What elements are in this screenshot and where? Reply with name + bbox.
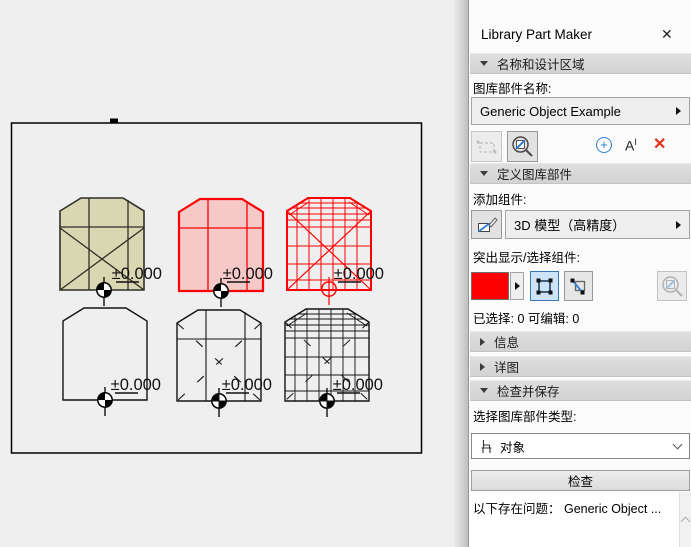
name-label: 图库部件名称: <box>473 82 552 96</box>
flyout-arrow-icon <box>676 107 681 115</box>
node-select-icon <box>570 278 586 294</box>
object-chair-icon <box>481 439 492 453</box>
part-name-field[interactable]: Generic Object Example <box>471 97 690 125</box>
part-type-select[interactable]: 对象 <box>471 433 690 459</box>
selection-status: 已选择: 0 可编辑: 0 <box>473 312 580 326</box>
panel-shadow <box>453 0 468 547</box>
boundary-tick <box>110 118 118 124</box>
define-boundary-button[interactable] <box>471 131 502 162</box>
swatch-flyout-button[interactable] <box>510 272 524 300</box>
marquee-select-button[interactable] <box>530 271 559 301</box>
level-label: ±0.000 <box>334 265 384 283</box>
flyout-arrow-icon <box>676 220 681 229</box>
section-name-area[interactable]: 名称和设计区域 <box>470 53 691 74</box>
highlight-label: 突出显示/选择组件: <box>473 251 580 265</box>
delete-icon[interactable]: ✕ <box>653 136 667 153</box>
level-label: ±0.000 <box>222 376 272 394</box>
chevron-down-icon <box>480 61 488 66</box>
part-type-value: 对象 <box>500 440 526 455</box>
part-name-value: Generic Object Example <box>480 103 621 119</box>
zoom-selection-icon <box>661 275 683 297</box>
marquee-icon <box>536 278 553 294</box>
part-type-label: 选择图库部件类型: <box>473 410 577 424</box>
symbol-2d-dashed[interactable] <box>176 309 262 418</box>
add-icon[interactable]: + <box>596 137 612 153</box>
symbol-2d-highlight[interactable] <box>177 197 265 308</box>
draw-component-button[interactable] <box>471 210 502 239</box>
issues-scrollbar[interactable] <box>679 492 691 547</box>
section-label: 检查并保存 <box>497 385 560 399</box>
issues-list[interactable]: 以下存在问题： Generic Object ... <box>470 492 679 547</box>
add-component-label: 添加组件: <box>473 193 527 207</box>
close-icon[interactable]: ✕ <box>661 26 673 42</box>
level-label: ±0.000 <box>223 265 273 283</box>
panel-title: Library Part Maker <box>481 27 593 42</box>
section-label: 名称和设计区域 <box>497 58 585 72</box>
chevron-down-icon <box>672 439 683 449</box>
draw-pencil-icon <box>477 216 498 232</box>
component-type-dropdown[interactable]: 3D 模型（高精度） <box>505 210 690 239</box>
zoom-to-selection-button[interactable] <box>657 271 687 301</box>
design-area-boundary <box>10 122 423 454</box>
node-select-button[interactable] <box>564 271 593 301</box>
dashed-rect-icon <box>476 139 497 154</box>
chevron-down-icon <box>480 388 488 393</box>
highlight-color-swatch[interactable] <box>471 272 509 300</box>
level-label: ±0.000 <box>333 376 383 394</box>
level-label: ±0.000 <box>111 376 161 394</box>
chevron-down-icon <box>480 171 488 176</box>
flyout-arrow-icon <box>514 282 520 290</box>
library-part-maker-panel: Library Part Maker ✕ 名称和设计区域 图库部件名称: Gen… <box>468 0 691 547</box>
zoom-to-area-button[interactable] <box>507 131 538 162</box>
level-label: ±0.000 <box>112 265 162 283</box>
section-check-save[interactable]: 检查并保存 <box>470 380 691 401</box>
component-type-value: 3D 模型（高精度） <box>514 218 626 233</box>
model-3d-highlight[interactable] <box>286 197 372 305</box>
level-labels: ±0.000 ±0.000 ±0.000 ±0.000 ±0.000 ±0.00… <box>111 265 384 394</box>
chevron-right-icon <box>480 362 485 371</box>
section-define-part[interactable]: 定义图库部件 <box>470 163 691 184</box>
section-info[interactable]: 信息 <box>470 331 691 352</box>
symbol-2d-filled[interactable] <box>59 197 145 307</box>
chevron-right-icon <box>480 337 485 346</box>
scroll-up-icon <box>680 516 691 527</box>
zoom-selection-icon <box>512 136 533 157</box>
section-label: 定义图库部件 <box>497 168 573 182</box>
drawing-canvas[interactable]: ±0.000 ±0.000 ±0.000 ±0.000 ±0.000 ±0.00… <box>0 0 468 547</box>
symbol-2d-outline[interactable] <box>62 307 148 417</box>
section-detail[interactable]: 详图 <box>470 356 691 377</box>
model-3d-wireframe[interactable] <box>284 308 370 418</box>
check-button[interactable]: 检查 <box>471 470 690 491</box>
issues-text: 以下存在问题： Generic Object ... <box>473 502 662 516</box>
text-style-icon[interactable]: AI <box>625 137 637 154</box>
section-label: 详图 <box>494 361 520 375</box>
section-label: 信息 <box>494 336 520 350</box>
